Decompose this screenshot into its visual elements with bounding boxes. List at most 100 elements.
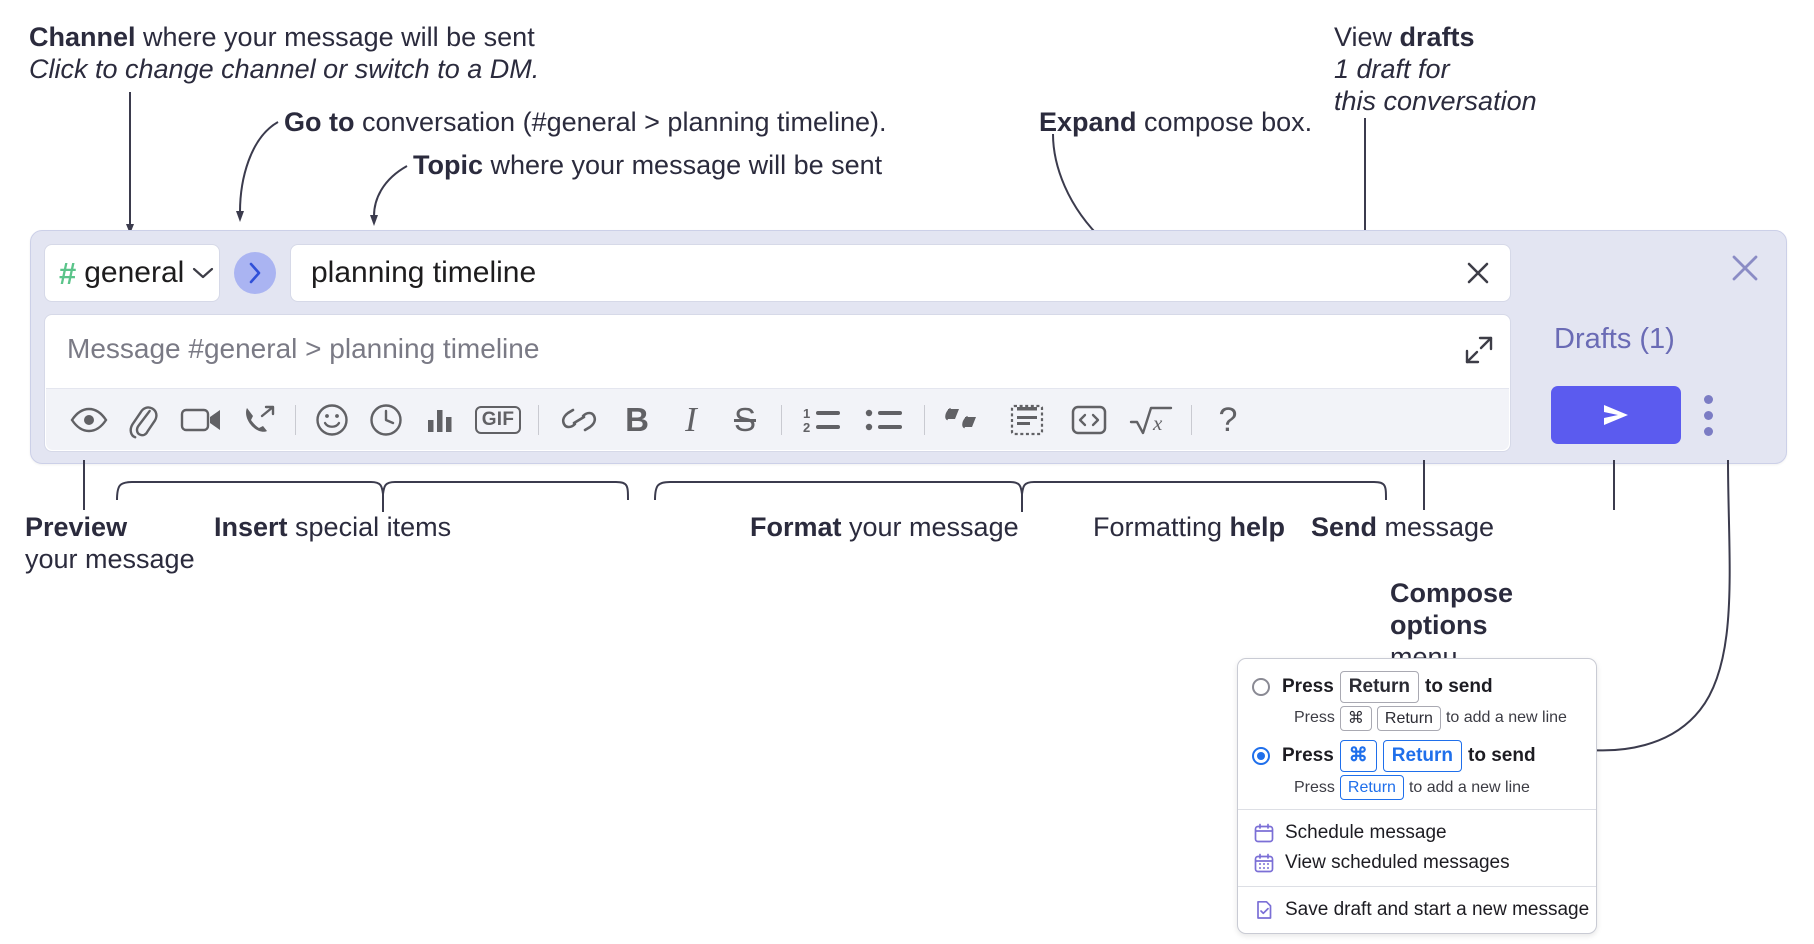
toolbar-divider-1 <box>295 404 296 435</box>
formatting-help-button[interactable]: ? <box>1201 397 1255 443</box>
key-return: Return <box>1376 705 1441 732</box>
annotation-format: Format your message <box>750 512 1019 544</box>
send-option-return[interactable]: Press Return to send Press ⌘ Return to a… <box>1238 671 1596 732</box>
key-command: ⌘ <box>1339 740 1377 772</box>
annotation-topic-bold: Topic <box>413 150 483 180</box>
document-check-icon <box>1254 900 1274 920</box>
reminder-button[interactable] <box>359 397 413 443</box>
poll-button[interactable] <box>413 397 467 443</box>
chevron-right-icon <box>248 262 262 284</box>
toolbar-divider-2 <box>538 404 539 435</box>
annotation-drafts-line3: this conversation <box>1334 85 1537 116</box>
annotation-preview-bold: Preview <box>25 512 128 542</box>
annotation-drafts-pre: View <box>1334 22 1400 52</box>
radio-selected[interactable] <box>1252 747 1270 766</box>
attach-file-button[interactable] <box>116 397 170 443</box>
strikethrough-button[interactable]: S <box>718 397 772 443</box>
annotation-topic-rest: where your message will be sent <box>483 150 883 180</box>
send-button[interactable] <box>1551 386 1681 444</box>
menu-divider <box>1238 809 1596 811</box>
annotation-channel-italic: Click to change channel or switch to a D… <box>29 53 540 84</box>
italic-button[interactable]: I <box>664 397 718 443</box>
code-block-button[interactable] <box>996 397 1058 443</box>
svg-text:1: 1 <box>803 406 810 421</box>
annotation-channel-rest: where your message will be sent <box>135 22 535 52</box>
leader-lines-top <box>126 92 1369 312</box>
opt1-pre: Press <box>1282 675 1334 697</box>
goto-conversation-button[interactable] <box>234 252 276 294</box>
bulleted-list-button[interactable] <box>853 397 915 443</box>
annotation-compose-line2: options <box>1390 609 1488 640</box>
compose-box: # general planning timeline Message #gen… <box>30 230 1787 464</box>
gif-label: GIF <box>474 405 522 434</box>
drafts-link[interactable]: Drafts (1) <box>1554 323 1675 355</box>
link-button[interactable] <box>548 397 610 443</box>
menu-divider <box>1238 886 1596 888</box>
close-icon[interactable] <box>1728 251 1762 285</box>
formatting-toolbar: GIF B I S 1 <box>46 388 1509 450</box>
record-video-button[interactable] <box>170 397 232 443</box>
annotation-insert-bold: Insert <box>214 512 288 542</box>
opt1-sub-pre: Press <box>1294 709 1335 727</box>
annotation-help: Formatting help <box>1093 512 1285 544</box>
toolbar-divider-4 <box>924 404 925 435</box>
svg-text:2: 2 <box>803 420 810 435</box>
radio-unselected[interactable] <box>1252 677 1270 696</box>
annotation-insert: Insert special items <box>214 512 451 544</box>
annotation-format-bold: Format <box>750 512 842 542</box>
annotation-send-rest: message <box>1377 512 1495 542</box>
opt1-sub-post: to add a new line <box>1445 709 1567 727</box>
menu-item-save-draft[interactable]: Save draft and start a new message <box>1238 895 1596 925</box>
opt2-post: to send <box>1468 745 1536 767</box>
annotation-send-bold: Send <box>1311 512 1378 542</box>
opt2-pre: Press <box>1282 745 1334 767</box>
key-return: Return <box>1382 740 1463 772</box>
ordered-list-button[interactable]: 1 2 <box>791 397 853 443</box>
topic-input[interactable]: planning timeline <box>290 244 1511 302</box>
calendar-grid-icon <box>1254 853 1274 873</box>
message-placeholder: Message #general > planning timeline <box>67 333 540 364</box>
preview-message-button[interactable] <box>62 397 116 443</box>
send-option-cmd-return[interactable]: Press ⌘ Return to send Press Return to a… <box>1238 740 1596 801</box>
hash-icon: # <box>59 255 77 291</box>
channel-name-label: general <box>84 256 185 289</box>
menu-item-label: Save draft and start a new message <box>1285 899 1590 921</box>
annotation-drafts: View drafts 1 draft for this conversatio… <box>1334 22 1537 118</box>
opt1-post: to send <box>1425 675 1493 697</box>
menu-item-view-scheduled-messages[interactable]: View scheduled messages <box>1238 848 1596 878</box>
emoji-button[interactable] <box>305 397 359 443</box>
toolbar-divider-3 <box>781 404 782 435</box>
menu-item-label: View scheduled messages <box>1285 852 1510 874</box>
annotation-drafts-bold: drafts <box>1399 22 1475 52</box>
record-audio-button[interactable] <box>232 397 286 443</box>
annotation-goto-bold: Go to <box>284 107 355 137</box>
annotation-drafts-line2: 1 draft for <box>1334 53 1450 84</box>
annotation-help-bold: help <box>1229 512 1286 542</box>
annotation-compose-line1: Compose <box>1390 578 1514 608</box>
annotation-expand: Expand compose box. <box>1039 107 1312 139</box>
math-button[interactable]: x <box>1120 397 1182 443</box>
toolbar-divider-5 <box>1191 404 1192 435</box>
gif-button[interactable]: GIF <box>467 397 529 443</box>
key-return: Return <box>1339 774 1404 801</box>
more-options-icon[interactable] <box>1704 395 1713 443</box>
blockquote-button[interactable] <box>934 397 996 443</box>
chevron-down-icon <box>192 266 214 280</box>
kebab-dot <box>1704 411 1713 420</box>
annotation-goto: Go to conversation (#general > planning … <box>284 107 887 139</box>
message-input[interactable]: Message #general > planning timeline <box>44 314 1511 452</box>
leader-lines-bottom <box>83 459 1731 752</box>
svg-text:x: x <box>1152 411 1163 435</box>
close-icon[interactable] <box>1462 257 1494 289</box>
menu-item-label: Schedule message <box>1285 822 1447 844</box>
expand-icon[interactable] <box>1464 335 1494 365</box>
inline-code-button[interactable] <box>1058 397 1120 443</box>
annotation-channel: Channel where your message will be sent … <box>29 22 539 86</box>
topic-value: planning timeline <box>311 256 537 289</box>
annotation-insert-rest: special items <box>287 512 452 542</box>
annotation-help-rest: Formatting <box>1093 512 1230 542</box>
bold-button[interactable]: B <box>610 397 664 443</box>
menu-item-schedule-message[interactable]: Schedule message <box>1238 818 1596 848</box>
channel-selector-button[interactable]: # general <box>44 244 220 302</box>
bold-label: B <box>625 401 649 438</box>
